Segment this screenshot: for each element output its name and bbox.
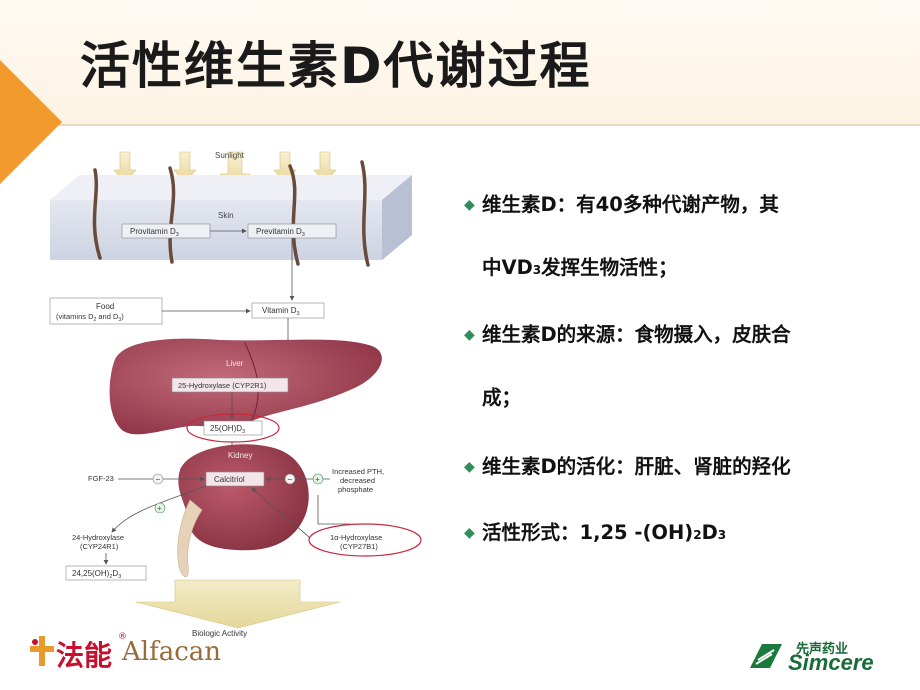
pth-line2: decreased <box>340 476 375 485</box>
hydroxylase25-box <box>171 377 289 393</box>
ureter <box>177 499 203 578</box>
bullet-item-sources-cont: 成； <box>464 383 521 413</box>
bullet-item-sources: ◆ 维生素D的来源：食物摄入，皮肤合 <box>464 320 791 350</box>
bullet-diamond-icon: ◆ <box>464 197 475 213</box>
food-detail: (vitamins D2 and D3) <box>56 312 124 323</box>
25ohd3-label: 25(OH)D3 <box>210 424 245 435</box>
pth-plus-sign: + <box>315 475 320 484</box>
bullet-text: 维生素D：有40多种代谢产物，其 <box>482 193 779 216</box>
pth-minus-sign: − <box>288 475 293 484</box>
bullet-diamond-icon: ◆ <box>464 327 475 343</box>
25ohd3-highlight-circle <box>186 413 280 443</box>
hydroxylase1a-line1: 1α-Hydroxylase <box>330 533 382 542</box>
bullet-diamond-icon: ◆ <box>464 459 475 475</box>
bullet-diamond-icon: ◆ <box>464 525 475 541</box>
calcitriol-plus-sign: + <box>157 504 162 513</box>
previtamin-label: Previtamin D3 <box>256 227 305 238</box>
simcere-emblem-icon <box>750 644 782 668</box>
pth-line3: phosphate <box>338 485 373 494</box>
bullet-item-metabolites-cont: 中VD3发挥生物活性； <box>464 253 678 285</box>
pth-plus-badge <box>312 473 324 485</box>
alfacan-cn-name: 法能 <box>56 639 113 672</box>
calcitriol-plus-badge <box>154 502 166 514</box>
calcitriol-to-24-arrow <box>111 485 207 533</box>
hydroxylase25-label: 25-Hydroxylase (CYP2R1) <box>178 381 267 390</box>
product24-label: 24,25(OH)2D3 <box>72 569 121 580</box>
bullet-item-active-form: ◆ 活性形式：1,25 -(OH)2D3 <box>464 518 726 550</box>
product24-box <box>65 565 147 581</box>
food-label: Food <box>96 302 114 311</box>
fgf23-minus-sign: − <box>156 475 161 484</box>
bullet-item-metabolites: ◆ 维生素D：有40多种代谢产物，其 <box>464 190 779 220</box>
registered-mark: ® <box>118 632 127 642</box>
hair-strands <box>92 160 370 267</box>
skin-label: Skin <box>218 211 234 220</box>
vitamin-label: Vitamin D3 <box>262 306 300 317</box>
fgf23-minus-badge <box>152 473 164 485</box>
alfacan-cross-icon <box>30 636 54 666</box>
simcere-logo: 先声药业 Simcere <box>748 636 908 676</box>
kidney <box>178 444 309 551</box>
orange-accent-triangle <box>0 60 62 184</box>
kidney-label: Kidney <box>228 451 252 460</box>
alfacan-en-name: Alfacan <box>122 637 222 667</box>
calcitriol-box <box>205 471 265 487</box>
provitamin-label: Provitamin D3 <box>130 227 179 238</box>
calcitriol-label: Calcitriol <box>214 475 245 484</box>
title-banner <box>0 0 920 125</box>
liver-label: Liver <box>226 359 244 368</box>
fgf23-label: FGF-23 <box>88 474 114 483</box>
bullet-text: 维生素D的来源：食物摄入，皮肤合 <box>482 323 791 346</box>
bullet-text-cont: 中VD3发挥生物活性； <box>482 256 678 279</box>
bullet-text: 维生素D的活化：肝脏、肾脏的羟化 <box>482 455 791 478</box>
simcere-en-name: Simcere <box>788 650 874 675</box>
simcere-cn-name: 先声药业 <box>796 642 849 657</box>
sunlight-label: Sunlight <box>215 151 245 160</box>
slide-title: 活性维生素D代谢过程 <box>80 37 592 95</box>
biologic-activity-arrow <box>135 579 341 629</box>
hydroxylase1a-highlight-circle <box>308 523 422 557</box>
bullet-text: 活性形式：1,25 -(OH)2D3 <box>482 521 727 544</box>
25ohd3-box <box>203 420 263 436</box>
pth-to-hydroxylase1a-arrow <box>317 495 350 525</box>
hydroxylase1a-line2: (CYP27B1) <box>340 542 378 551</box>
title-divider <box>0 124 920 126</box>
biologic-activity-label: Biologic Activity <box>192 629 247 638</box>
hydroxylase24-line1: 24-Hydroxylase <box>72 533 124 542</box>
pth-line1: Increased PTH, <box>332 467 384 476</box>
vitamin-d-metabolism-diagram: Sunlight Skin Provitamin D3 Previtamin D… <box>49 151 422 638</box>
bullet-text-cont: 成； <box>482 386 522 409</box>
hydroxylase1a-to-calcitriol-arrow <box>251 487 311 539</box>
hydroxylase24-line2: (CYP24R1) <box>80 542 119 551</box>
pth-minus-badge <box>284 473 296 485</box>
bullet-item-activation: ◆ 维生素D的活化：肝脏、肾脏的羟化 <box>464 452 791 482</box>
